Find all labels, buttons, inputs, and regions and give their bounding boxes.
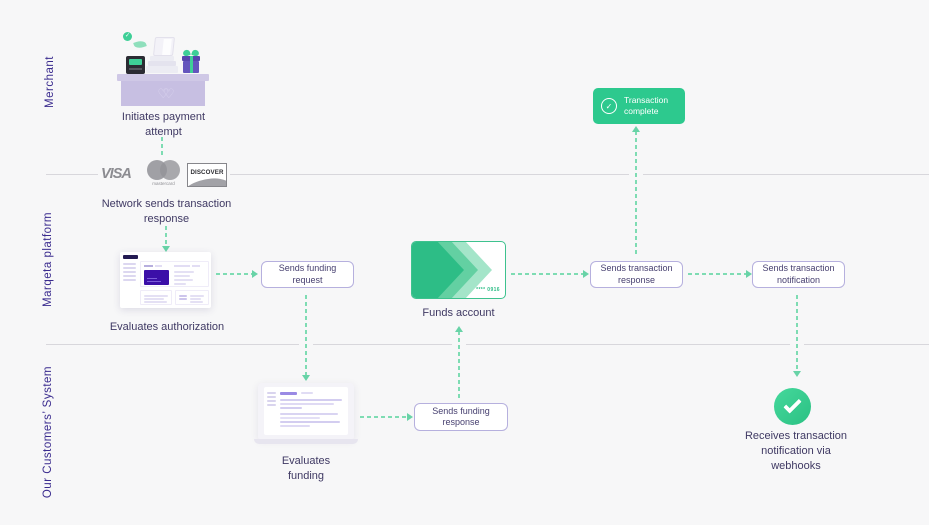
lane-divider-merchant-platform bbox=[46, 174, 929, 175]
visa-logo: VISA bbox=[101, 166, 132, 182]
step-receives-webhooks: Receives transaction notification via we… bbox=[744, 430, 848, 472]
marqeta-logo-mark bbox=[123, 255, 138, 259]
receipt-leaf-icon bbox=[133, 39, 147, 50]
laptop-base bbox=[254, 439, 358, 444]
lane-label-merchant: Merchant bbox=[44, 56, 56, 108]
arrow-up-response-to-transaction-complete bbox=[632, 126, 640, 255]
arrow-right-evaluates-to-funding-response bbox=[360, 413, 413, 421]
card-last4: **** 0916 bbox=[476, 287, 500, 293]
lane-label-marqeta-platform: Marqeta platform bbox=[42, 212, 54, 307]
dashboard-mockup bbox=[120, 252, 211, 308]
dashboard-purple-panel bbox=[144, 270, 169, 285]
step-evaluates-authorization: Evaluates authorization bbox=[109, 321, 225, 333]
arrow-right-dashboard-to-funding-request bbox=[216, 270, 258, 278]
gift-box-icon bbox=[182, 50, 200, 73]
transaction-complete-badge: ✓ Transaction complete bbox=[593, 88, 685, 124]
merchant-counter-illustration: ✓ ♡♡ bbox=[117, 32, 209, 106]
step-funds-account: Funds account bbox=[422, 307, 495, 319]
check-badge-icon: ✓ bbox=[123, 32, 132, 41]
arrow-down-funding-request-to-evaluates-funding bbox=[302, 295, 310, 381]
flow-box-sends-funding-response: Sends funding response bbox=[414, 403, 508, 431]
step-initiates-payment: Initiates payment attempt bbox=[121, 111, 206, 138]
counter-hearts-icon: ♡♡ bbox=[121, 81, 205, 106]
card-terminal-icon bbox=[126, 56, 145, 74]
lane-divider-platform-customers bbox=[46, 344, 929, 345]
funds-account-card: **** 0916 bbox=[411, 241, 506, 299]
step-network-sends-response: Network sends transaction response bbox=[101, 198, 232, 225]
arrow-down-network-to-platform bbox=[162, 226, 170, 252]
checkmark-icon bbox=[783, 394, 802, 414]
cash-register-icon bbox=[153, 37, 175, 56]
lane-label-customers-system: Our Customers’ System bbox=[42, 366, 54, 499]
check-circle-icon: ✓ bbox=[601, 98, 617, 114]
arrow-right-response-to-notification bbox=[688, 270, 752, 278]
discover-logo: DISCOVER bbox=[187, 163, 227, 187]
arrow-down-initiates-to-network bbox=[158, 137, 166, 165]
flow-box-sends-funding-request: Sends funding request bbox=[261, 261, 354, 288]
flow-box-sends-transaction-response: Sends transaction response bbox=[590, 261, 683, 288]
arrow-right-funds-to-transaction-response bbox=[511, 270, 589, 278]
mastercard-logo: mastercard bbox=[147, 160, 183, 188]
arrow-down-notification-to-webhooks bbox=[793, 295, 801, 377]
code-editor-mockup bbox=[254, 383, 358, 445]
step-evaluates-funding: Evaluates funding bbox=[281, 455, 331, 482]
webhook-success-icon bbox=[774, 388, 811, 425]
flow-box-sends-transaction-notification: Sends transaction notification bbox=[752, 261, 845, 288]
arrow-up-funding-response-to-funds-account bbox=[455, 326, 463, 398]
